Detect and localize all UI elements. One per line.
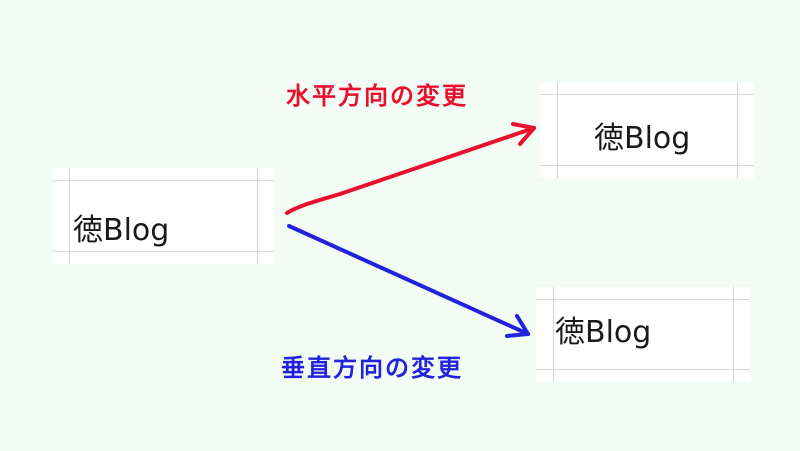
gridline [536, 299, 750, 300]
gridline [737, 82, 738, 178]
gridline [557, 82, 558, 178]
vertical-change-label: 垂直方向の変更 [281, 354, 463, 382]
gridline [540, 94, 754, 95]
gridline [540, 165, 754, 166]
gridline [733, 287, 734, 381]
vertical-arrow-line [287, 224, 530, 336]
vertical-cell-text: 徳Blog [555, 315, 652, 350]
horizontal-change-label: 水平方向の変更 [286, 82, 468, 110]
gridline [52, 180, 274, 181]
gridline [536, 369, 750, 370]
horizontal-cell-text: 徳Blog [594, 121, 691, 156]
gridline [52, 251, 274, 252]
horizontal-arrow [285, 122, 536, 215]
horizontal-arrow-line [285, 126, 536, 215]
vertical-cell [536, 287, 750, 381]
horizontal-arrow-head [511, 122, 536, 146]
original-cell [52, 168, 274, 264]
vertical-arrow [287, 224, 530, 338]
horizontal-cell [540, 82, 754, 178]
original-cell-text: 徳Blog [73, 213, 170, 248]
gridline [553, 287, 554, 381]
gridline [257, 168, 258, 264]
gridline [69, 168, 70, 264]
vertical-arrow-head [505, 314, 530, 338]
